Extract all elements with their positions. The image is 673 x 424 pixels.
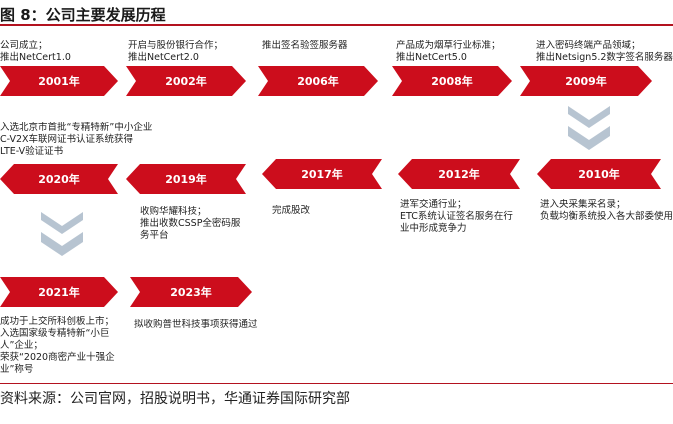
milestone-2002-text: 开启与股份银行合作； 推出NetCert2.0	[128, 40, 224, 63]
milestone-2010-text: 进入央采集采名录； 负载均衡系统投入各大部委使用	[540, 199, 673, 222]
figure-source: 资料来源：公司官网，招股说明书，华通证券国际研究部	[0, 391, 350, 407]
double-chevron-down-icon	[568, 106, 610, 150]
milestone-2012-text: 进军交通行业； ETC系统认证签名服务在行 业中形成竞争力	[400, 199, 513, 234]
milestone-2019-arrow: 2019年	[126, 164, 246, 194]
milestone-2008-arrow: 2008年	[392, 66, 512, 96]
milestone-2021-arrow: 2021年	[0, 277, 118, 307]
milestone-2001-arrow: 2001年	[0, 66, 118, 96]
milestone-2010-arrow: 2010年	[537, 159, 661, 189]
milestone-2020-text: 入选北京市首批“专精特新”中小企业； C-V2X车联网证书认证系统获得 LTE-…	[0, 122, 152, 157]
milestone-2023-text: 拟收购普世科技事项获得通过	[134, 319, 258, 330]
milestone-2023-arrow: 2023年	[130, 277, 252, 307]
milestone-2006-arrow: 2006年	[258, 66, 378, 96]
milestone-2009-arrow: 2009年	[520, 66, 652, 96]
milestone-2002-arrow: 2002年	[126, 66, 246, 96]
milestone-2008-text: 产品成为烟草行业标准； 推出NetCert5.0	[396, 40, 501, 63]
milestone-2020-arrow: 2020年	[0, 164, 118, 194]
milestone-2017-text: 完成股改	[272, 205, 311, 216]
milestone-2001-text: 公司成立； 推出NetCert1.0	[0, 40, 71, 63]
milestone-2019-text: 收购华耀科技； 推出收数CSSP全密码服 务平台	[140, 206, 241, 241]
milestone-2006-text: 推出签名验签服务器	[262, 40, 348, 51]
figure-title: 图 8：公司主要发展历程	[0, 6, 166, 24]
title-rule	[0, 24, 673, 26]
source-rule	[0, 383, 673, 384]
milestone-2012-arrow: 2012年	[398, 159, 520, 189]
milestone-2009-text: 进入密码终端产品领域； 推出Netsign5.2数字签名服务器	[536, 40, 673, 63]
double-chevron-down-icon	[41, 212, 83, 256]
milestone-2017-arrow: 2017年	[262, 159, 382, 189]
milestone-2021-text: 成功于上交所科创板上市； 入选国家级专精特新“小巨 人”企业； 荣获“2020商…	[0, 316, 115, 375]
